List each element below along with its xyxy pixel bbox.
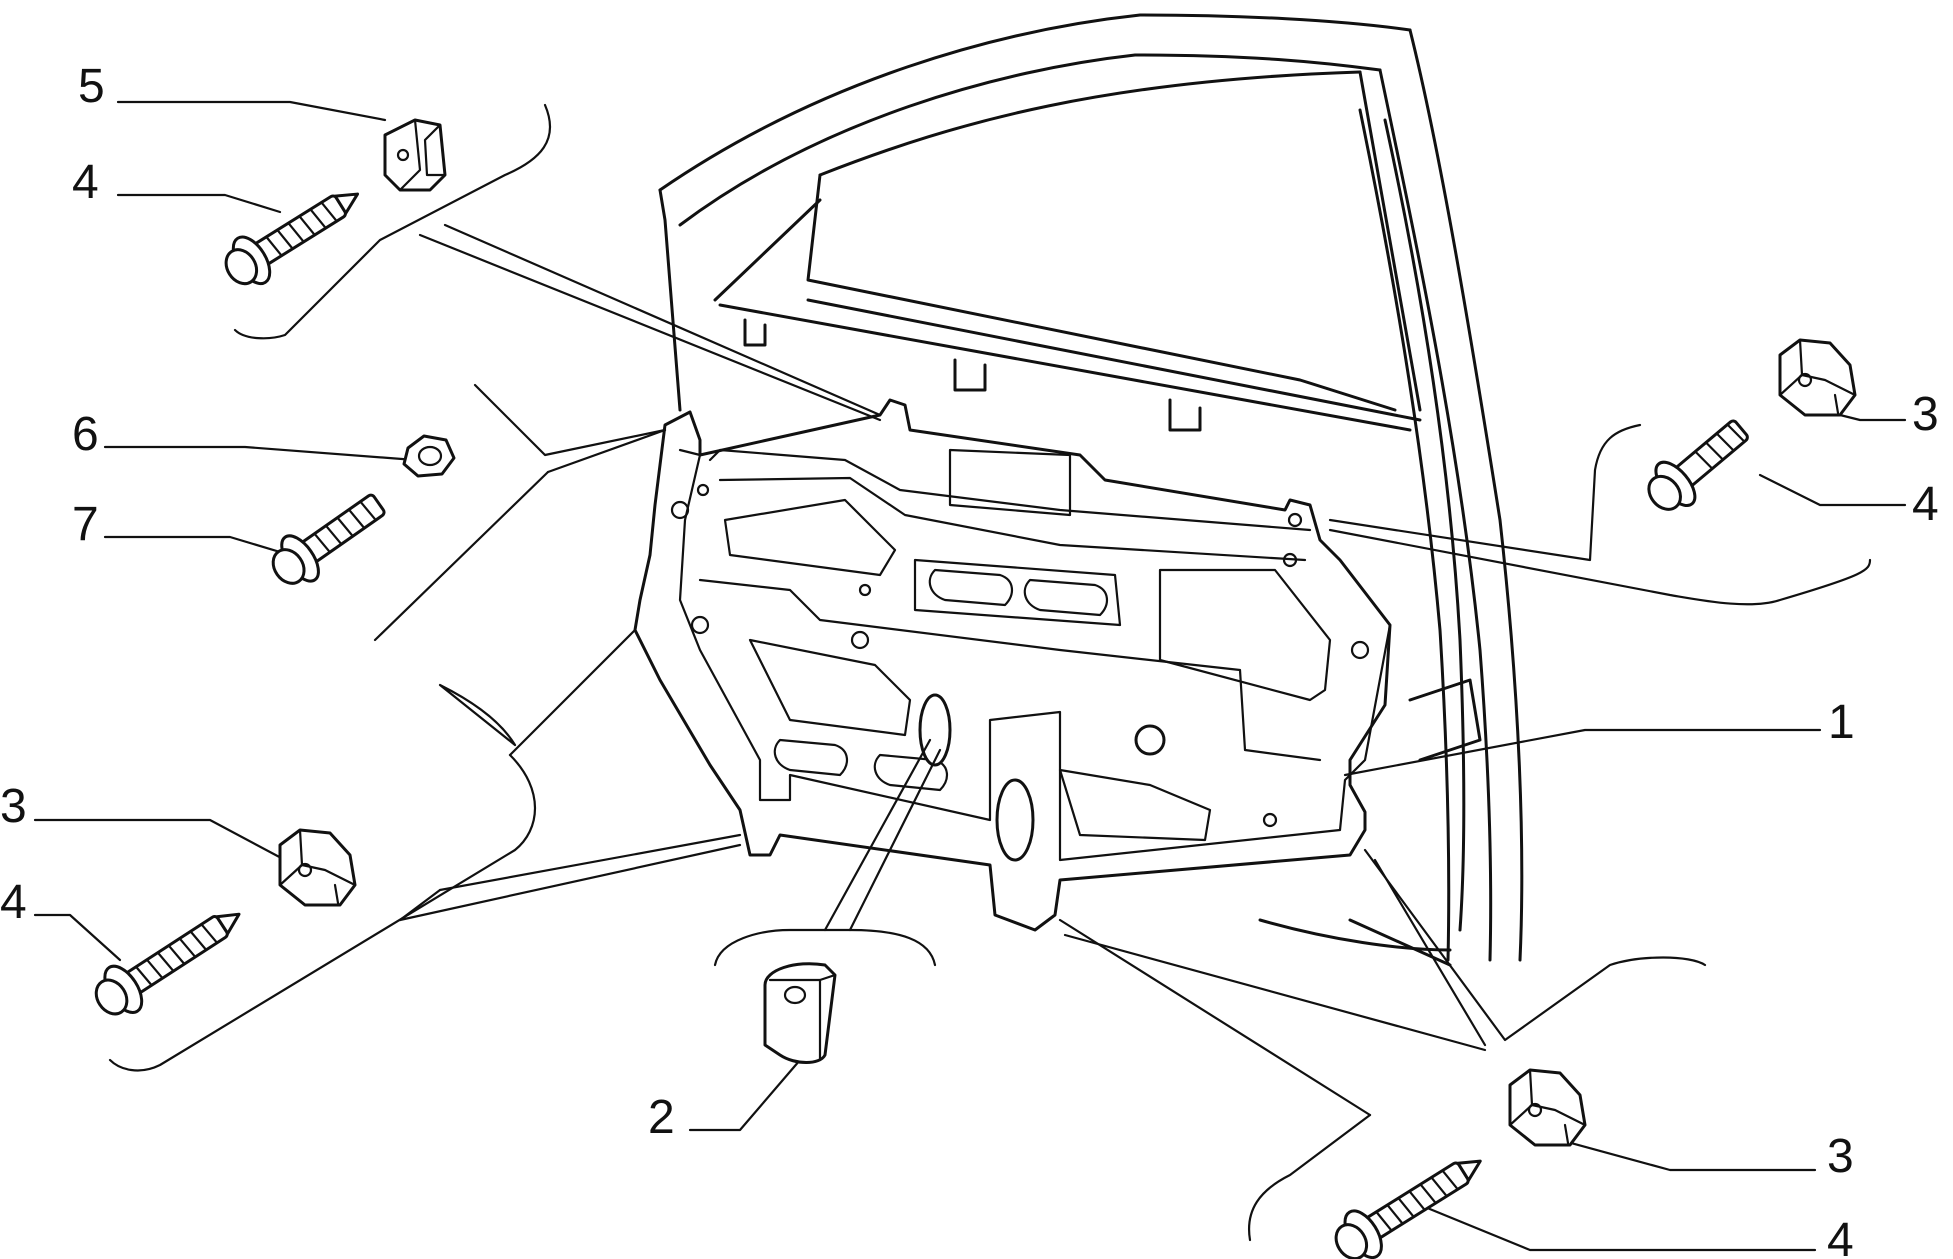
callout-6: 6	[72, 408, 99, 461]
door-window-regulator-panel	[633, 398, 1392, 932]
leader-lines	[33, 100, 1907, 1252]
clip-nut-icon	[383, 118, 447, 192]
callout-1: 1	[1828, 696, 1855, 749]
callout-7: 7	[72, 498, 99, 551]
self-tapping-screw-icon	[1334, 1159, 1482, 1259]
flanged-bolt-icon	[271, 493, 386, 585]
callout-4-right-bottom: 4	[1827, 1214, 1854, 1259]
callout-3-right-top: 3	[1912, 388, 1939, 441]
spring-clip-nut-icon	[278, 828, 357, 907]
callout-3-right-bottom: 3	[1827, 1130, 1854, 1183]
plastic-plug-icon	[763, 962, 837, 1064]
callout-4-right-top: 4	[1912, 478, 1939, 531]
spring-clip-nut-icon	[1508, 1068, 1587, 1147]
callout-2: 2	[648, 1091, 675, 1144]
callout-5: 5	[78, 60, 105, 113]
flanged-bolt-icon	[1647, 419, 1749, 511]
callout-3-left: 3	[0, 780, 27, 833]
callout-labels: 5 4 6 7 3 4 2 1 3 4 3 4	[0, 60, 1939, 1259]
hex-nut-icon	[402, 434, 456, 478]
callout-4-left: 4	[0, 876, 27, 929]
self-tapping-screw-icon	[224, 192, 360, 286]
door-frame	[658, 13, 1524, 967]
spring-clip-nut-icon	[1778, 338, 1857, 417]
callout-4-top-left: 4	[72, 156, 99, 209]
self-tapping-screw-icon	[94, 912, 241, 1016]
